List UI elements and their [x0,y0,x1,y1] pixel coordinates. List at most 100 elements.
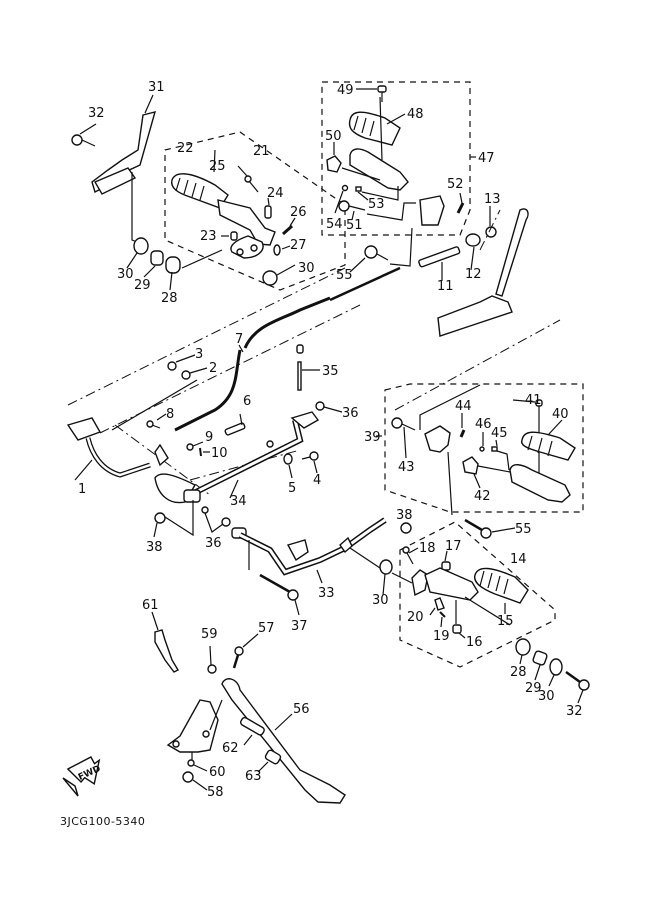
label-46: 46 [475,417,492,432]
part-39-bracket [424,425,451,453]
part-45-spring [491,446,498,452]
label-57: 57 [258,621,275,636]
label-62: 62 [222,741,239,756]
label-1: 1 [78,482,86,497]
label-19: 19 [433,629,450,644]
label-28a: 28 [161,291,178,306]
part-32-bolt-right [565,670,590,691]
label-36b: 36 [205,536,222,551]
part-49-screw [377,85,387,102]
part-33-footrest-bar-right [231,517,387,576]
part-62-spring [240,716,265,736]
label-42: 42 [474,489,491,504]
label-61: 61 [142,598,159,613]
part-27-clip [273,244,281,256]
part-24-spring [264,205,272,219]
part-55-bolt-lower [464,518,492,539]
label-27: 27 [290,238,307,253]
part-8-bolt [146,420,161,429]
label-52: 52 [447,177,464,192]
label-25: 25 [209,159,226,174]
label-55a: 55 [336,268,353,283]
label-32: 32 [88,106,105,121]
label-13: 13 [484,192,501,207]
part-38-nut-left [154,512,166,524]
part-59-nut [207,664,217,674]
label-37: 37 [291,619,308,634]
part-38-nut-right [400,522,412,534]
part-30-washer-right [379,559,393,575]
part-44-spring [459,429,466,438]
part-12-collar [465,233,481,247]
part-7-cable [174,296,331,432]
label-34: 34 [230,494,247,509]
label-63: 63 [245,769,262,784]
part-42-cover [462,456,479,475]
brake-rod [329,266,401,302]
side-stand-bracket [166,699,219,753]
label-59: 59 [201,627,218,642]
part-29-collar-right [532,650,548,666]
part-18-pin [402,546,414,565]
assembly-21-boundary [164,131,346,291]
part-30-washer-left2 [262,270,278,286]
part-50-cover [326,155,342,173]
label-40: 40 [552,407,569,422]
part-11-spring [418,246,461,268]
label-6: 6 [243,394,251,409]
part-3-nut [167,361,177,371]
part-56-side-stand [221,678,346,804]
part-1-footrest-bar-left [66,417,169,478]
part-28-bushing-right [515,638,531,656]
part-4-bolt [301,451,319,461]
part-32-bolt [71,134,96,147]
label-14: 14 [510,552,527,567]
assembly-14-boundary [399,521,556,668]
label-33: 33 [318,586,335,601]
label-30d: 30 [538,689,555,704]
part-52-spring [456,202,465,214]
part-47-bracket [419,195,445,226]
label-7: 7 [235,332,243,347]
part-53-spring [355,186,362,192]
label-9: 9 [205,430,213,445]
part-10-pin [199,447,202,457]
label-15: 15 [497,614,514,629]
assembly-39-boundary [384,383,584,513]
label-50: 50 [325,129,342,144]
label-39: 39 [364,430,381,445]
label-38b: 38 [396,508,413,523]
part-51-pin [338,200,366,212]
part-5-washer [283,453,293,465]
label-28b: 28 [510,665,527,680]
part-43-pin [391,417,416,431]
label-32b: 32 [566,704,583,719]
part-30-washer-left [133,237,149,255]
label-18: 18 [419,541,436,556]
part-58-nut [182,771,194,783]
label-21: 21 [253,144,270,159]
label-24: 24 [267,186,284,201]
part-16-stopper [452,624,462,634]
label-31: 31 [148,80,165,95]
label-51: 51 [346,218,363,233]
part-47-footrest [349,148,409,191]
part-39-footrest [509,464,571,503]
part-61-cover [154,629,179,673]
label-23: 23 [200,229,217,244]
label-2: 2 [209,361,217,376]
part-26-pin [282,224,293,236]
part-6-spring [224,422,246,436]
part-21-footrest-left [217,199,276,259]
label-56: 56 [293,702,310,717]
part-31-bracket [91,111,157,195]
label-43: 43 [398,460,415,475]
part-57-bolt [232,646,244,669]
label-54: 54 [326,217,343,232]
part-14-footrest [411,567,479,601]
part-19-pin [439,611,446,618]
label-17: 17 [445,539,462,554]
label-8: 8 [166,407,174,422]
part-2-washer [181,370,191,380]
